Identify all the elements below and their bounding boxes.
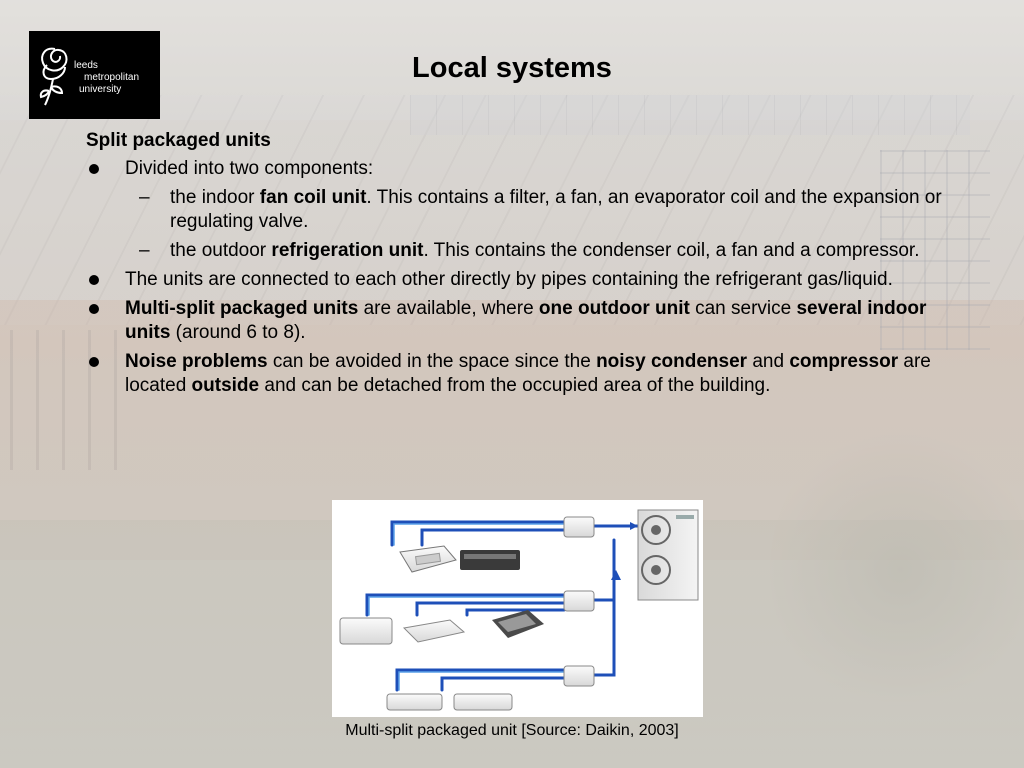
bullet-dot-icon xyxy=(89,164,99,174)
sub-bullet-dash: – xyxy=(139,240,150,261)
bullet-item: The units are connected to each other di… xyxy=(86,268,946,292)
bullet-dot-icon xyxy=(89,357,99,367)
bullet-item: Noise problems can be avoided in the spa… xyxy=(86,350,946,398)
diagram-illustration xyxy=(339,509,699,711)
sub-bullet-dash: – xyxy=(139,187,150,208)
bullet-item: Divided into two components: xyxy=(86,157,946,181)
sub-bullet-item: –the indoor fan coil unit. This contains… xyxy=(86,186,946,234)
refrigerant-pipes xyxy=(365,520,639,692)
outdoor-unit xyxy=(637,509,699,601)
emphasis-text: Noise problems xyxy=(125,351,268,372)
emphasis-text: refrigeration unit xyxy=(271,240,424,261)
figure-caption: Multi-split packaged unit [Source: Daiki… xyxy=(345,722,679,739)
body-text: . This contains a filter, a fan, an evap… xyxy=(170,187,942,232)
body-text: are available, where xyxy=(358,298,539,319)
body-text: the indoor xyxy=(170,187,260,208)
indoor-units xyxy=(339,545,544,711)
multi-split-diagram xyxy=(332,500,703,717)
body-text: can be avoided in the space since the xyxy=(267,351,597,372)
slide-body: Split packaged units Divided into two co… xyxy=(86,129,946,403)
logo-line-3: university xyxy=(79,84,122,95)
emphasis-text: fan coil unit xyxy=(259,187,367,208)
body-text: . This contains the condenser coil, a fa… xyxy=(423,240,920,261)
bullet-dot-icon xyxy=(89,304,99,314)
emphasis-text: outside xyxy=(191,375,260,396)
emphasis-text: several indoor units xyxy=(125,298,927,343)
bullet-list: Divided into two components: –the indoor … xyxy=(86,157,946,398)
emphasis-text: one outdoor unit xyxy=(538,298,690,319)
rose-logo-icon xyxy=(39,47,68,106)
emphasis-text: compressor xyxy=(789,351,899,372)
slide-title: Local systems xyxy=(412,52,612,84)
sub-bullet-item: –the outdoor refrigeration unit. This co… xyxy=(86,239,946,263)
body-text: Divided into two components: xyxy=(125,158,374,179)
body-text: The units are connected to each other di… xyxy=(125,269,893,290)
bullet-dot-icon xyxy=(89,275,99,285)
emphasis-text: Multi-split packaged units xyxy=(125,298,359,319)
bullet-item: Multi-split packaged units are available… xyxy=(86,297,946,345)
body-text: and can be detached from the occupied ar… xyxy=(259,375,771,396)
university-logo: leeds metropolitan university xyxy=(29,31,160,119)
logo-line-1: leeds xyxy=(74,60,98,71)
body-text: and xyxy=(747,351,790,372)
logo-text: leeds metropolitan university xyxy=(74,60,139,96)
body-text: can service xyxy=(689,298,797,319)
logo-line-2: metropolitan xyxy=(84,72,140,83)
body-text: the outdoor xyxy=(170,240,272,261)
branch-selector-boxes xyxy=(563,516,595,687)
body-text: (around 6 to 8). xyxy=(170,322,306,343)
body-text: are located xyxy=(125,351,931,396)
emphasis-text: noisy condenser xyxy=(596,351,748,372)
section-heading: Split packaged units xyxy=(86,130,271,151)
